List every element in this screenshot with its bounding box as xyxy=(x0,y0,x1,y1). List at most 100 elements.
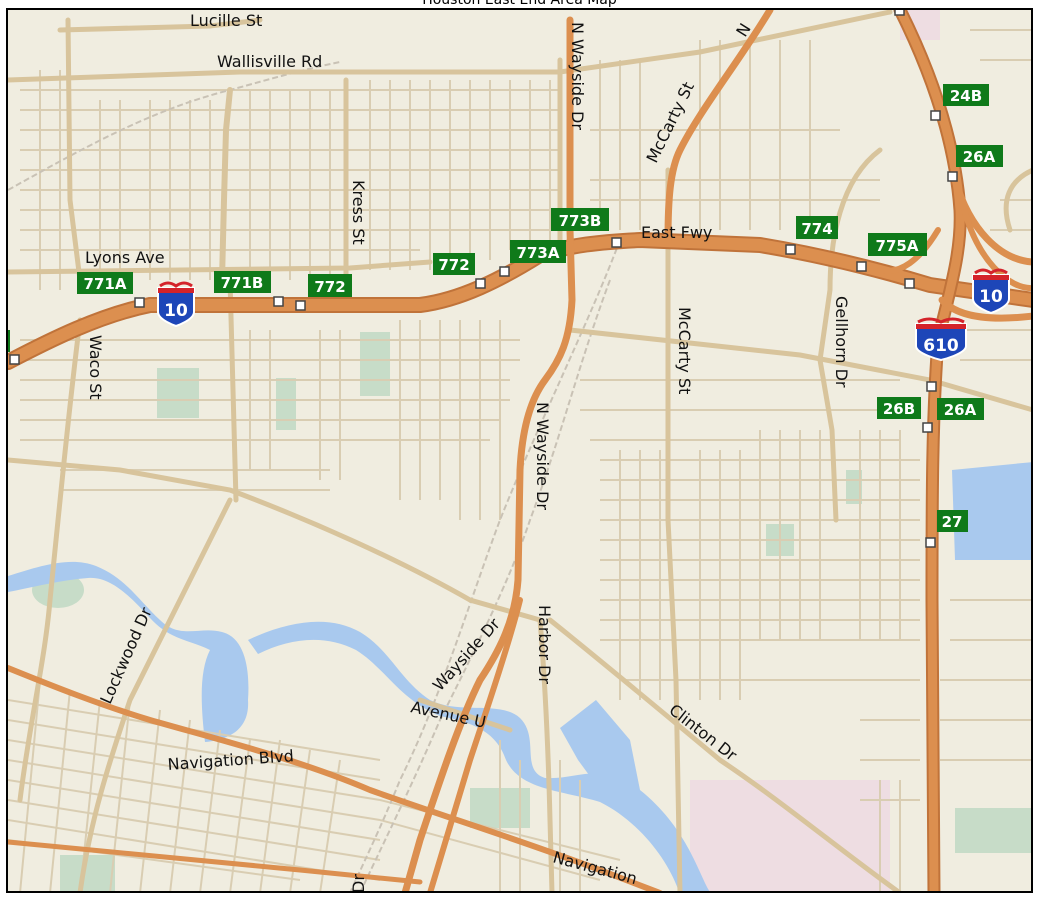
exit-sign: 26B xyxy=(877,397,921,419)
exit-markers-layer xyxy=(9,10,958,548)
shields-layer: 10 10 610 xyxy=(157,268,1010,362)
mccarty-freeway-road xyxy=(664,10,774,244)
street-label: Wallisville Rd xyxy=(217,52,322,71)
park-area xyxy=(846,470,862,504)
street-label: N Wayside Dr xyxy=(568,22,587,130)
exit-sign: 27 xyxy=(937,510,968,532)
buffalo-bayou xyxy=(8,561,249,742)
wayside-connector xyxy=(427,597,523,891)
exit-marker xyxy=(134,297,145,308)
exit-marker xyxy=(611,237,622,248)
svg-text:26A: 26A xyxy=(963,148,996,166)
exit-marker xyxy=(894,10,905,16)
exit-sign: 26A xyxy=(956,145,1003,167)
park-area xyxy=(276,378,296,430)
exit-sign: 26A xyxy=(937,398,984,420)
cross-road-east xyxy=(567,327,1031,413)
exit-sign xyxy=(8,330,10,352)
street-label: Lyons Ave xyxy=(85,248,165,267)
clinton-dr-line xyxy=(547,617,902,891)
lucille-st-line xyxy=(57,17,263,33)
interchange-ramp xyxy=(951,176,1031,266)
lockwood-dr-line xyxy=(77,497,233,891)
waco-st-line xyxy=(17,317,83,803)
harbor-dr-line xyxy=(537,617,555,891)
navigation-lower-road xyxy=(8,839,423,885)
exit-sign: 772 xyxy=(433,253,475,275)
n-wayside-road xyxy=(401,16,576,891)
interstate-10-shield: 10 xyxy=(972,268,1010,315)
navigation-blvd-road xyxy=(8,665,663,891)
exit-marker xyxy=(904,278,915,289)
svg-text:775A: 775A xyxy=(876,237,919,255)
page-title: Houston East End Area Map xyxy=(422,0,617,8)
street-label: Harbor Dr xyxy=(535,605,554,684)
exit-marker xyxy=(499,266,510,277)
exit-signs-layer: 771A 771B 772 772 773A 773B 774 775A 24B… xyxy=(8,84,1003,532)
industrial-area xyxy=(690,780,890,891)
street-label: East Fwy xyxy=(641,223,712,242)
park-area xyxy=(157,368,199,418)
exit-marker xyxy=(273,296,284,307)
pond xyxy=(952,462,1031,560)
title-bar: Houston East End Area Map xyxy=(0,0,1039,8)
exit-marker xyxy=(856,261,867,272)
svg-text:773A: 773A xyxy=(517,244,560,262)
map-canvas[interactable]: Lucille St Wallisville Rd N Wayside Dr N… xyxy=(8,10,1031,891)
interchange-ramp xyxy=(959,197,1031,291)
exit-sign: 771B xyxy=(214,271,271,293)
street-label: Gellhorn Dr xyxy=(832,296,851,388)
svg-text:774: 774 xyxy=(801,220,832,238)
svg-text:772: 772 xyxy=(438,256,469,274)
exit-marker xyxy=(926,381,937,392)
svg-text:26A: 26A xyxy=(944,401,977,419)
central-diagonal xyxy=(8,457,543,623)
svg-text:771A: 771A xyxy=(84,275,127,293)
street-label: Lucille St xyxy=(190,11,262,30)
svg-text:10: 10 xyxy=(979,287,1003,307)
map-frame[interactable]: Lucille St Wallisville Rd N Wayside Dr N… xyxy=(6,8,1033,893)
exit-marker xyxy=(925,537,936,548)
svg-text:26B: 26B xyxy=(883,400,915,418)
exit-sign: 773B xyxy=(551,208,609,231)
exit-sign: 771A xyxy=(77,272,133,294)
street-label: N Wayside Dr xyxy=(533,402,552,510)
exit-marker xyxy=(785,244,796,255)
interchange-ramp xyxy=(877,227,941,274)
svg-text:24B: 24B xyxy=(950,87,982,105)
major-streets-layer xyxy=(8,10,1031,891)
svg-text:772: 772 xyxy=(314,278,345,296)
water-layer xyxy=(8,462,1031,891)
exit-marker xyxy=(922,422,933,433)
park-area xyxy=(360,332,390,396)
minor-streets-layer xyxy=(8,29,1031,891)
north-road-line xyxy=(65,17,83,283)
exit-sign: 24B xyxy=(943,84,989,106)
mccarty-st-line xyxy=(665,167,683,891)
svg-text:773B: 773B xyxy=(559,212,602,230)
exit-marker xyxy=(9,354,20,365)
exit-sign: 773A xyxy=(510,240,566,263)
exit-sign: 775A xyxy=(868,233,927,256)
exit-marker xyxy=(947,171,958,182)
svg-text:610: 610 xyxy=(923,336,959,356)
svg-text:27: 27 xyxy=(942,513,963,531)
exit-marker xyxy=(930,110,941,121)
interchange-ramp xyxy=(938,296,1031,322)
street-label: Waco St xyxy=(86,335,105,400)
interstate-610-shield: 610 xyxy=(915,317,967,362)
svg-text:10: 10 xyxy=(164,301,188,321)
turning-basin xyxy=(560,700,640,790)
east-street-line xyxy=(1003,168,1031,233)
upper-diagonal xyxy=(227,277,239,503)
street-label: Dr xyxy=(349,874,368,891)
exit-marker xyxy=(475,278,486,289)
park-area xyxy=(955,808,1031,853)
svg-text:771B: 771B xyxy=(221,274,264,292)
landuse-layer xyxy=(32,10,1031,891)
exit-sign: 774 xyxy=(796,216,838,239)
interstate-10-shield: 10 xyxy=(157,281,195,328)
loop-road xyxy=(219,87,233,283)
exit-marker xyxy=(295,300,306,311)
lyons-ave-line xyxy=(8,259,433,275)
